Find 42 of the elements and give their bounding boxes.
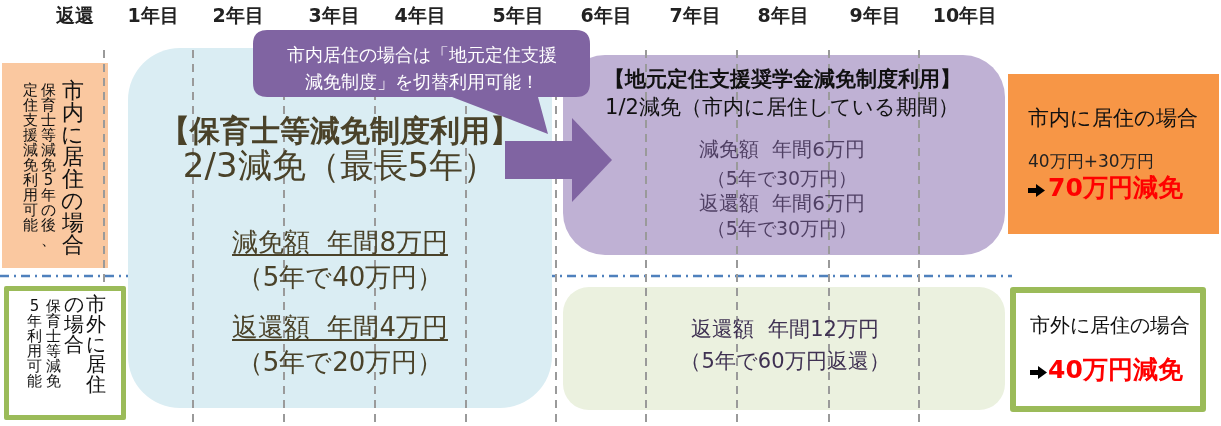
panel-heading: 市内に居住の場合 xyxy=(62,80,84,256)
amount-note: （5年で60万円返還） xyxy=(680,349,890,374)
amount-text: 返還額 年間4万円 xyxy=(232,313,448,343)
column-header: 9年目 xyxy=(849,5,901,27)
info-panel xyxy=(2,63,108,268)
amount-note: （5年で40万円） xyxy=(236,263,444,293)
amount-note: （5年で20万円） xyxy=(236,348,444,378)
sum-text: 40万円+30万円 xyxy=(1028,152,1154,172)
amount-text: 返還額 年間12万円 xyxy=(691,317,879,342)
callout-text: 市内居住の場合は「地元定住支援減免制度」を切替利用可能！ xyxy=(286,43,558,94)
column-header: 返還 xyxy=(56,5,94,27)
column-header: 8年目 xyxy=(757,5,809,27)
scheme-box xyxy=(563,55,1005,255)
block-arrow xyxy=(505,118,612,202)
column-header: 3年目 xyxy=(308,5,360,27)
panel-heading: 市外に居住の場合 xyxy=(64,294,106,394)
column-header: 6年目 xyxy=(580,5,632,27)
scheme-title: 【地元定住支援奨学金減免制度利用】 xyxy=(603,67,961,92)
reduction-rate: 1/2減免（市内に居住している期間） xyxy=(605,95,959,120)
column-header: 10年目 xyxy=(932,5,998,27)
result-box xyxy=(1010,287,1206,412)
amount-note: （5年で30万円） xyxy=(706,168,858,190)
repayment-box xyxy=(563,287,1005,410)
amount-text: 減免額 年間6万円 xyxy=(698,138,866,161)
column-header: 1年目 xyxy=(127,5,179,27)
panel-text: 保育士等減免5年の後、定住支援減免利用可能 xyxy=(23,83,56,248)
info-panel xyxy=(4,286,126,420)
amount-text: 返還額 年間6万円 xyxy=(698,192,866,215)
column-header: 5年目 xyxy=(492,5,544,27)
amount-text: 減免額 年間8万円 xyxy=(232,228,448,258)
result-heading: 市内に居住の場合 xyxy=(1028,106,1198,131)
result-amount: 70万円減免 xyxy=(1048,174,1183,203)
reduction-rate: 2/3減免（最長5年） xyxy=(182,146,498,186)
result-box xyxy=(1008,74,1219,234)
column-header: 2年目 xyxy=(212,5,264,27)
result-heading: 市外に居住の場合 xyxy=(1030,314,1190,337)
scheme-title: 【保育士等減免制度利用】 xyxy=(160,114,520,149)
panel-text: 保育士等減免5年利用可能 xyxy=(27,299,61,389)
column-header: 4年目 xyxy=(394,5,446,27)
result-amount: 40万円減免 xyxy=(1048,356,1183,385)
amount-note: （5年で30万円） xyxy=(706,218,858,240)
column-header: 7年目 xyxy=(669,5,721,27)
